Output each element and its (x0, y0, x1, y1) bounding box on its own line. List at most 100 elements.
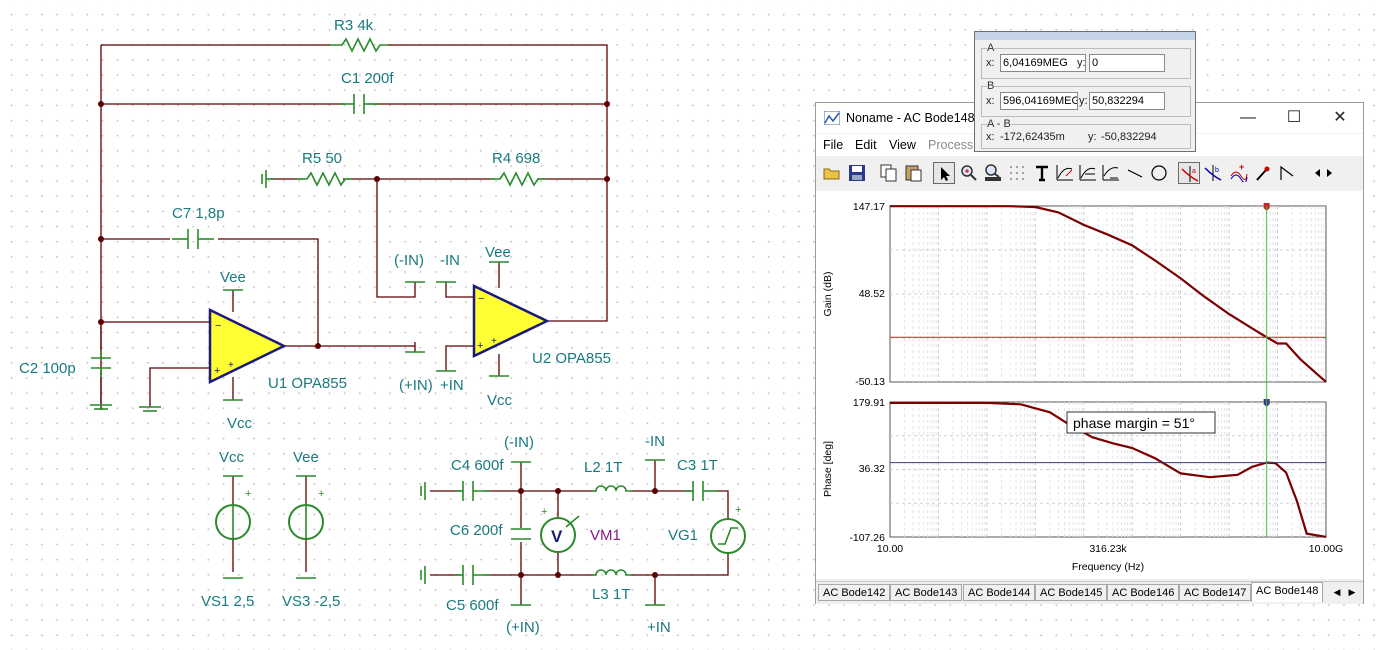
svg-text:(-IN): (-IN) (504, 434, 534, 451)
cursor-b-icon[interactable]: b (1202, 162, 1224, 184)
svg-text:V: V (551, 527, 563, 546)
maximize-button[interactable]: ☐ (1286, 109, 1302, 126)
paste-icon[interactable] (903, 162, 925, 184)
menu-process[interactable]: Process (928, 138, 974, 152)
zoom-100-icon[interactable] (982, 162, 1004, 184)
cursor-a-label: A (987, 42, 995, 54)
cursor-a-icon[interactable]: a (1178, 162, 1200, 184)
cursor-b-group (981, 86, 1191, 117)
tab-ac-bode147[interactable]: AC Bode147 (1179, 584, 1252, 601)
cursor-a-group (981, 48, 1191, 79)
l3-inductor[interactable]: L3 1T (592, 569, 632, 603)
svg-text:C4 600f: C4 600f (451, 457, 504, 474)
add-curve-icon[interactable]: + (1228, 162, 1250, 184)
u2-opamp[interactable]: − + + U2 OPA855 (472, 284, 611, 367)
r3-resistor[interactable]: R3 4k (330, 17, 388, 53)
c4-capacitor[interactable]: C4 600f (451, 457, 504, 501)
slope-icon[interactable] (1276, 162, 1298, 184)
junction-dots (98, 101, 658, 578)
zoom-icon[interactable] (958, 162, 980, 184)
bode-window[interactable]: Noname - AC Bode148 — ☐ ✕ File Edit View… (815, 102, 1364, 604)
tab-scroll-left-icon[interactable]: ◀ (1333, 587, 1341, 597)
svg-text:+: + (228, 360, 234, 371)
ellipse-tool-icon[interactable] (1148, 162, 1170, 184)
c3-capacitor[interactable]: C3 1T (677, 457, 718, 501)
svg-text:L3 1T: L3 1T (592, 586, 630, 603)
bode-chart-area[interactable]: 147.17 48.52 -50.13 Gain (dB) 179.91 36.… (816, 191, 1363, 579)
svg-text:C7 1,8p: C7 1,8p (172, 205, 225, 222)
open-folder-icon[interactable] (821, 162, 843, 184)
cursor-b-x-field[interactable]: 596,04169MEG (1000, 92, 1078, 110)
menu-view[interactable]: View (889, 138, 916, 152)
c7-capacitor[interactable]: C7 1,8p (172, 205, 225, 249)
curve-tool-3-icon[interactable] (1100, 162, 1122, 184)
cursor-b-y-field[interactable]: 50,832294 (1089, 92, 1165, 110)
tab-ac-bode148[interactable]: AC Bode148 (1251, 582, 1324, 602)
r5-resistor[interactable]: R5 50 (297, 150, 352, 187)
menu-edit[interactable]: Edit (855, 138, 877, 152)
u1-opamp[interactable]: − + + U1 OPA855 (208, 308, 347, 392)
vs1-source[interactable]: + VS1 2,5 (201, 488, 254, 610)
cursor-diff-x-label: x: (986, 131, 995, 143)
svg-text:U2 OPA855: U2 OPA855 (532, 350, 611, 367)
gain-ylabel: Gain (dB) (822, 272, 834, 317)
phase-plot: 179.91 36.32 -107.26 Phase [deg] phase m… (822, 397, 1327, 544)
minimize-button[interactable]: — (1240, 109, 1256, 126)
svg-text:U1 OPA855: U1 OPA855 (268, 375, 347, 392)
c5-capacitor[interactable]: C5 600f (446, 565, 499, 614)
tab-ac-bode144[interactable]: AC Bode144 (963, 584, 1036, 601)
vg1-generator[interactable]: + VG1 (668, 504, 746, 554)
tab-ac-bode143[interactable]: AC Bode143 (890, 584, 963, 601)
bode-plot[interactable]: 147.17 48.52 -50.13 Gain (dB) 179.91 36.… (816, 191, 1363, 579)
copy-icon[interactable] (878, 162, 900, 184)
grid-icon[interactable] (1006, 162, 1028, 184)
gain-ytick-bottom: -50.13 (855, 376, 885, 388)
c1-capacitor[interactable]: C1 200f (340, 70, 394, 114)
c6-capacitor[interactable]: C6 200f (450, 522, 531, 540)
phase-margin-annotation-box[interactable] (1066, 411, 1216, 434)
svg-text:+IN: +IN (440, 377, 464, 394)
net-labels: Vee Vcc Vee Vcc (-IN) -IN (+IN) +IN Vcc … (219, 244, 671, 636)
xtick-mid: 316.23k (1089, 543, 1127, 555)
svg-text:Vcc: Vcc (487, 392, 513, 409)
tab-ac-bode145[interactable]: AC Bode145 (1035, 584, 1108, 601)
svg-text:Vcc: Vcc (219, 449, 245, 466)
phase-margin-annotation: phase margin = 51° (1073, 415, 1195, 431)
cursor-panel-titlebar[interactable] (975, 32, 1195, 40)
save-icon[interactable] (846, 162, 868, 184)
svg-text:+: + (735, 504, 741, 516)
cursor-a-y-field[interactable]: 0 (1089, 54, 1165, 72)
cursor-a-x-field[interactable]: 6,04169MEG (1000, 54, 1086, 72)
r4-resistor[interactable]: R4 698 (490, 150, 546, 187)
cursor-readout-panel[interactable]: A x: 6,04169MEG y: 0 B x: 596,04169MEG y… (974, 31, 1196, 152)
toolbar-scroll-right-icon[interactable] (1323, 162, 1335, 184)
svg-text:C2 100p: C2 100p (19, 360, 76, 377)
text-tool-icon[interactable] (1031, 162, 1053, 184)
menu-file[interactable]: File (823, 138, 844, 152)
tab-ac-bode146[interactable]: AC Bode146 (1107, 584, 1180, 601)
line-tool-icon[interactable] (1124, 162, 1146, 184)
tab-scroll-right-icon[interactable]: ▶ (1348, 587, 1356, 597)
tab-ac-bode142[interactable]: AC Bode142 (818, 584, 891, 601)
svg-text:VM1: VM1 (590, 527, 621, 544)
svg-text:VS3 -2,5: VS3 -2,5 (282, 593, 340, 610)
phase-ylabel: Phase [deg] (822, 441, 834, 497)
close-button[interactable]: ✕ (1333, 109, 1347, 126)
curve-tool-2-icon[interactable] (1077, 162, 1099, 184)
marker-icon[interactable] (1252, 162, 1274, 184)
svg-text:R3 4k: R3 4k (334, 17, 374, 34)
pointer-icon[interactable] (933, 162, 955, 184)
c2-capacitor[interactable]: C2 100p (19, 350, 111, 378)
vs3-source[interactable]: + VS3 -2,5 (282, 488, 340, 610)
vm1-voltmeter[interactable]: V + VM1 (540, 506, 621, 553)
curve-tool-icon[interactable] (1054, 162, 1076, 184)
svg-text:+: + (477, 340, 483, 352)
toolbar-scroll-left-icon[interactable] (1310, 162, 1322, 184)
l2-inductor[interactable]: L2 1T (584, 459, 632, 492)
cursor-b-y-label: y: (1079, 95, 1088, 107)
gain-plot: 147.17 48.52 -50.13 Gain (dB) (822, 201, 1327, 388)
svg-text:Vcc: Vcc (227, 415, 253, 432)
svg-text:+IN: +IN (647, 619, 671, 636)
cursor-b-label: B (987, 80, 995, 92)
